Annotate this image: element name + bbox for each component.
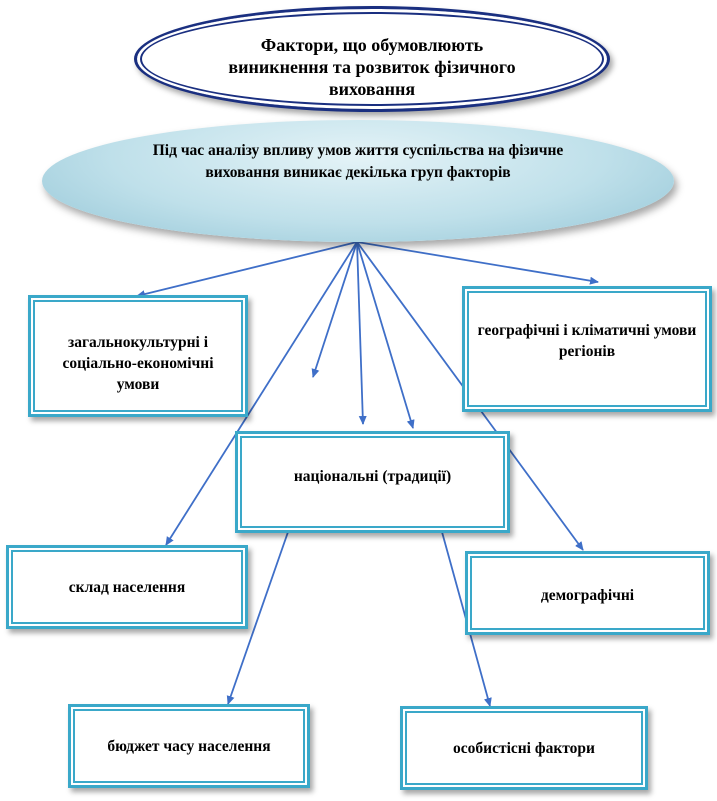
box-personal [400,706,648,790]
arrow-to-geo [356,241,599,285]
arrow-to-population [165,241,358,546]
arrow-to-national-mid [356,241,367,425]
arrow-to-general [136,241,358,298]
label-population: склад населення [68,579,186,596]
arrow-to-national-right [356,241,415,429]
diagram-title: Фактори, що обумовлюють виникнення та ро… [228,35,516,99]
box-population [6,545,248,629]
label-demographic: демографічні [540,587,635,604]
subtitle-oval [42,120,674,242]
label-geo-climate: географічні і кліматичні умови регіонів [477,322,697,360]
box-demographic [465,551,710,635]
box-geo-climate [462,286,712,412]
label-budget: бюджет часу населення [107,738,271,755]
label-personal: особистісні фактори [453,740,595,757]
box-general-conditions [28,295,248,417]
box-national [235,431,510,533]
arrow-to-national-left [311,241,358,378]
label-national: національні (традиції) [293,468,452,485]
arrow-to-budget [226,531,289,705]
diagram-subtitle: Під час аналізу впливу умов життя суспіл… [152,142,564,181]
box-budget [68,704,310,788]
label-general-conditions: загальнокультурні і соціально-економічні… [62,334,214,393]
title-oval [134,6,610,112]
